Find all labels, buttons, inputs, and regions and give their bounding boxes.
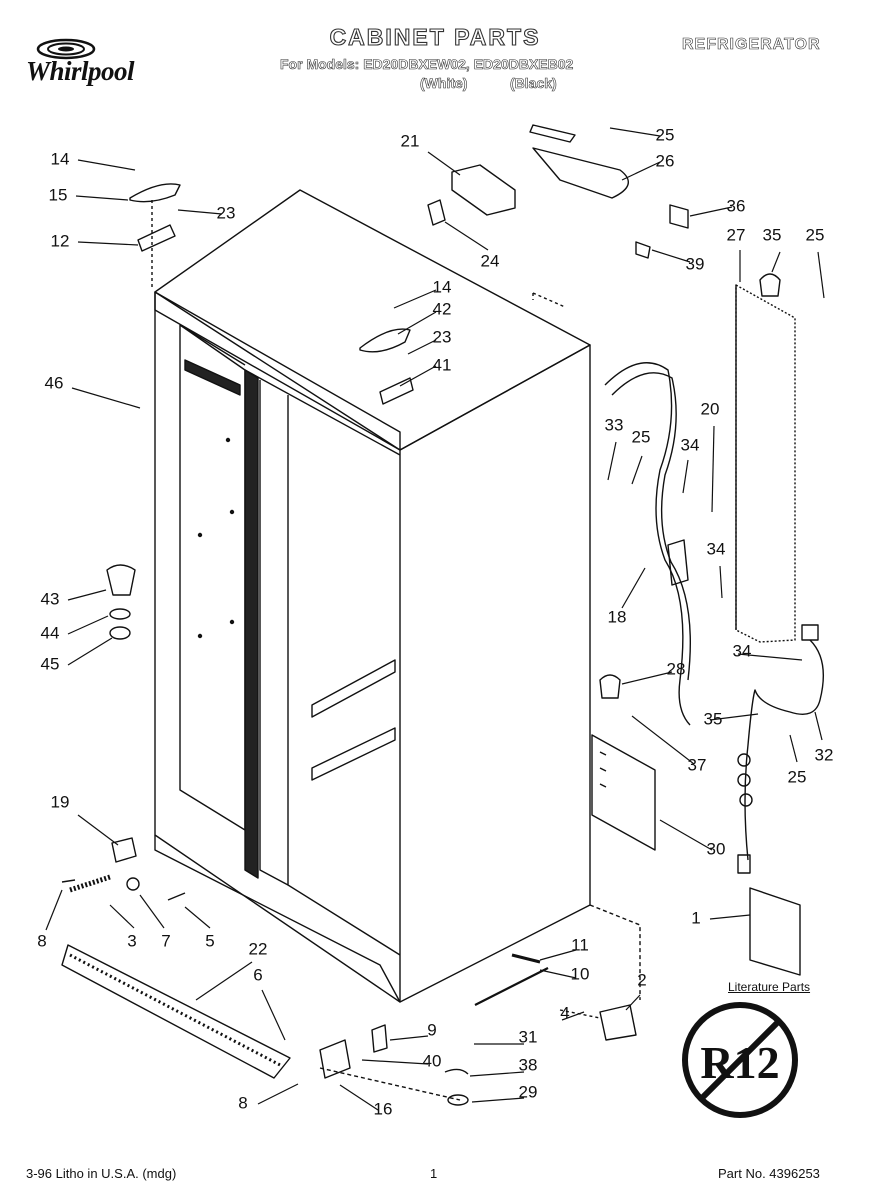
part-callout-26: 26 [656,151,675,170]
part-callout-10: 10 [571,964,590,983]
part-callout-15: 15 [49,185,68,204]
part-callout-43: 43 [41,589,60,608]
variant-black: (Black) [510,75,557,92]
part-callout-20: 20 [701,399,720,418]
evap-cover-panel [735,284,796,643]
part-callout-42: 42 [433,299,452,318]
cabinet-front [154,292,401,1003]
part-callout-21: 21 [401,131,420,150]
cabinet-side [399,344,591,1003]
part-callout-8: 8 [37,931,46,950]
part-callout-6: 6 [253,965,262,984]
part-callout-46: 46 [45,373,64,392]
part-callout-2: 2 [637,970,646,989]
part-callout-25: 25 [806,225,825,244]
part-callout-39: 39 [686,254,705,273]
cabinet-top [154,189,591,451]
part-callout-9: 9 [427,1020,436,1039]
part-callout-5: 5 [205,931,214,950]
part-callout-25: 25 [788,767,807,786]
page-title: CABINET PARTS [329,23,541,50]
access-panel [591,734,656,851]
part-callout-41: 41 [433,355,452,374]
part-callout-32: 32 [815,745,834,764]
part-callout-31: 31 [519,1027,538,1046]
footer-litho: 3-96 Litho in U.S.A. (mdg) [26,1166,177,1181]
part-callout-23: 23 [217,203,236,222]
part-callout-14: 14 [433,277,452,296]
part-callout-40: 40 [423,1051,442,1070]
part-callout-16: 16 [374,1099,393,1118]
part-callout-37: 37 [688,755,707,774]
part-callout-35: 35 [704,709,723,728]
r12-mark: R12 [700,1037,779,1088]
footer-part-number: Part No. 4396253 [718,1166,820,1181]
part-callout-22: 22 [249,939,268,958]
literature-parts-label: Literature Parts [728,980,811,994]
part-callout-27: 27 [727,225,746,244]
part-callout-28: 28 [667,659,686,678]
literature-booklet [749,887,801,976]
part-callout-18: 18 [608,607,627,626]
footer-page-number: 1 [430,1166,438,1181]
part-callout-19: 19 [51,792,70,811]
product-type: REFRIGERATOR [682,36,821,54]
part-callout-34: 34 [707,539,726,558]
part-callout-25: 25 [656,125,675,144]
brand-wordmark: Whirlpool [26,56,135,86]
part-callout-7: 7 [161,931,170,950]
part-callout-3: 3 [127,931,136,950]
part-callout-44: 44 [41,623,60,642]
part-callout-33: 33 [605,415,624,434]
part-callout-25: 25 [632,427,651,446]
swirl-icon [36,38,96,60]
part-callout-34: 34 [681,435,700,454]
toe-grille [61,944,291,1079]
part-callout-12: 12 [51,231,70,250]
models-line: For Models: ED20DBXEW02, ED20DBXEB02 [280,56,574,73]
whirlpool-logo: Whirlpool [18,38,183,108]
part-callout-30: 30 [707,839,726,858]
part-callout-14: 14 [51,149,70,168]
variant-white: (White) [420,75,468,92]
part-callout-34: 34 [733,641,752,660]
part-callout-24: 24 [481,251,500,270]
part-callout-38: 38 [519,1055,538,1074]
part-callout-1: 1 [691,908,700,927]
r12-seal: R12 [682,1002,798,1118]
part-callout-11: 11 [571,935,589,954]
part-callout-29: 29 [519,1082,538,1101]
part-callout-23: 23 [433,327,452,346]
part-callout-36: 36 [727,196,746,215]
part-callout-45: 45 [41,654,60,673]
part-callout-4: 4 [560,1003,569,1022]
part-callout-35: 35 [763,225,782,244]
part-callout-8: 8 [238,1093,247,1112]
